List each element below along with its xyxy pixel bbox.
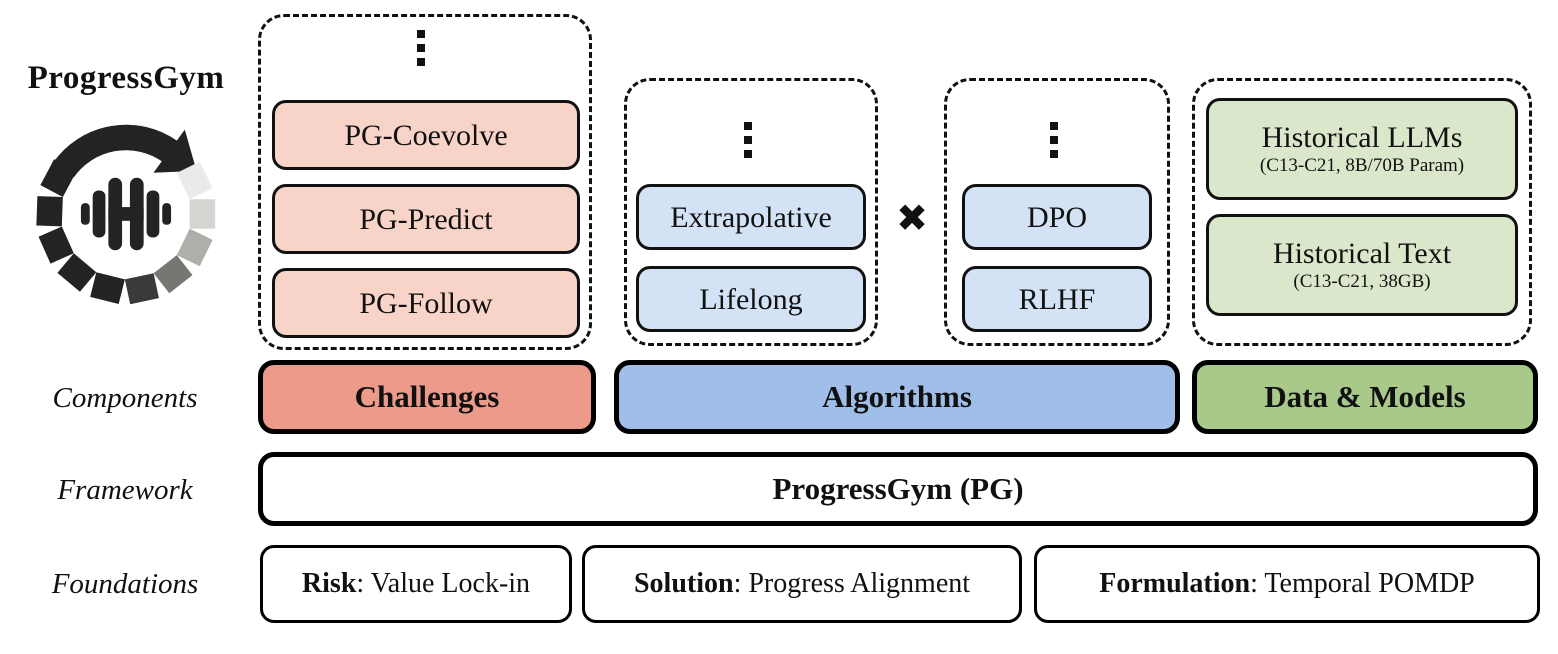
foundation-risk: Risk: Value Lock-in [260,545,572,623]
component-algorithms: Algorithms [614,360,1180,434]
progress-segments [36,159,216,305]
component-label: Challenges [354,379,500,414]
dumbbell-icon [80,177,172,251]
vertical-ellipsis-icon [1050,122,1058,158]
method-rlhf: RLHF [962,266,1152,332]
framework-label: ProgressGym (PG) [772,471,1024,506]
method-label: RLHF [1018,282,1096,316]
method-dpo: DPO [962,184,1152,250]
foundation-desc: : Progress Alignment [733,568,971,599]
component-data-models: Data & Models [1192,360,1538,434]
training-methods-group [944,78,1170,346]
foundation-formulation: Formulation: Temporal POMDP [1034,545,1540,623]
foundation-term: Solution [633,568,734,599]
historical-llms-box: Historical LLMs (C13-C21, 8B/70B Param) [1206,98,1518,200]
foundation-solution: Solution: Progress Alignment [582,545,1022,623]
algorithm-lifelong: Lifelong [636,266,866,332]
data-subtitle: (C13-C21, 8B/70B Param) [1259,155,1465,177]
components-row-label: Components [52,382,198,414]
algorithm-label: Lifelong [699,282,803,316]
challenge-pg-predict: PG-Predict [272,184,580,254]
vertical-ellipsis-icon [417,30,425,66]
data-subtitle: (C13-C21, 38GB) [1293,271,1431,293]
data-title: Historical Text [1272,237,1452,271]
challenge-label: PG-Predict [359,202,493,236]
algorithm-extrapolative: Extrapolative [636,184,866,250]
data-title: Historical LLMs [1261,121,1463,155]
progressgym-logo-icon [36,124,216,305]
foundations-row-label: Foundations [51,568,199,600]
framework-row-label: Framework [57,474,193,506]
framework-box: ProgressGym (PG) [258,452,1538,526]
component-label: Data & Models [1264,379,1466,414]
foundation-desc: : Temporal POMDP [1250,568,1475,599]
method-label: DPO [1026,200,1087,234]
vertical-ellipsis-icon [744,122,752,158]
historical-text-box: Historical Text (C13-C21, 38GB) [1206,214,1518,316]
challenge-pg-follow: PG-Follow [272,268,580,338]
component-label: Algorithms [822,379,972,414]
challenge-label: PG-Follow [359,286,493,320]
data-models-group [1192,78,1532,346]
algorithm-label: Extrapolative [670,200,832,234]
foundation-term: Risk [301,568,357,599]
foundation-desc: : Value Lock-in [356,568,531,599]
challenges-group [258,14,592,350]
challenge-pg-coevolve: PG-Coevolve [272,100,580,170]
component-challenges: Challenges [258,360,596,434]
cross-product-icon: ✖ [896,196,928,240]
logo-title: ProgressGym [27,60,225,96]
algorithm-families-group [624,78,878,346]
foundation-term: Formulation [1099,568,1251,599]
challenge-label: PG-Coevolve [344,118,508,152]
